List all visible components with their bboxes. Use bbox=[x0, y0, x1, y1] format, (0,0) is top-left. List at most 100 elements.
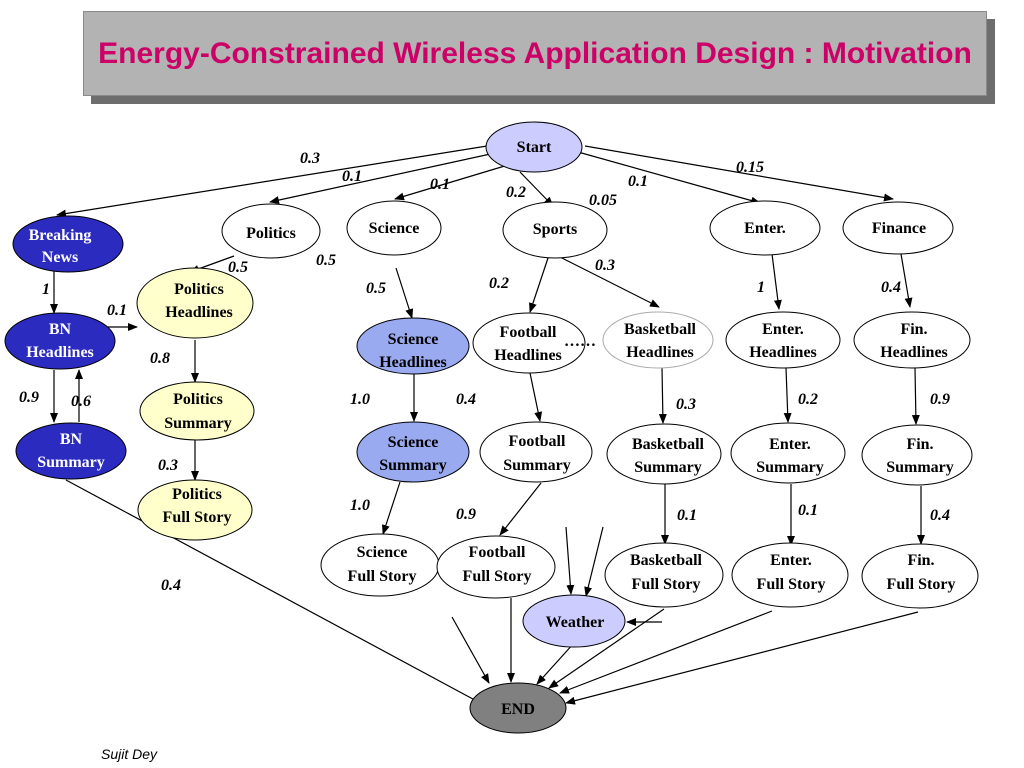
label-bn-end: 0.4 bbox=[161, 577, 181, 594]
node-basketball-headlines-line-1: Basketball bbox=[624, 321, 697, 338]
svg-text:Headlines: Headlines bbox=[626, 344, 694, 361]
node-weather: Weather bbox=[522, 594, 626, 648]
edge-fin-headlines-summary bbox=[911, 367, 920, 425]
node-end: END bbox=[469, 682, 567, 734]
node-basketball-summary-line-2: Summary bbox=[634, 459, 702, 476]
svg-text:Fin.: Fin. bbox=[906, 436, 933, 453]
svg-text:Football: Football bbox=[509, 433, 566, 450]
label-start-finance: 0.15 bbox=[736, 159, 764, 176]
node-breaking-news-line-2: News bbox=[42, 249, 78, 266]
label-enter-summary: 0.2 bbox=[798, 391, 818, 408]
node-football-full-story: Football Full Story bbox=[436, 535, 556, 599]
node-basketball-full-story-line-1: Basketball bbox=[630, 552, 703, 569]
svg-text:Summary: Summary bbox=[37, 454, 105, 471]
edge-start-finance bbox=[584, 145, 894, 202]
svg-text:Politics: Politics bbox=[173, 391, 223, 408]
svg-text:Fin.: Fin. bbox=[907, 552, 934, 569]
ellipsis-more-sports: …… bbox=[564, 333, 596, 350]
edge-start-breaking-news bbox=[56, 145, 488, 218]
node-football-headlines-line-2: Headlines bbox=[494, 347, 562, 364]
svg-text:Full Story: Full Story bbox=[463, 568, 532, 585]
node-enter-full-story: Enter. Full Story bbox=[731, 542, 849, 608]
title-box: Energy-Constrained Wireless Application … bbox=[83, 11, 987, 96]
node-politics-headlines: Politics Headlines bbox=[136, 267, 254, 339]
svg-text:Headlines: Headlines bbox=[749, 344, 817, 361]
label-politics-full: 0.3 bbox=[158, 457, 178, 474]
label-science-summary: 1.0 bbox=[350, 391, 370, 408]
label-sports-football: 0.2 bbox=[489, 275, 509, 292]
svg-text:Fin.: Fin. bbox=[900, 321, 927, 338]
node-science-headlines-line-2: Headlines bbox=[379, 354, 447, 371]
node-science-headlines: Science Headlines bbox=[356, 317, 470, 375]
label-start-politics: 0.1 bbox=[342, 168, 362, 185]
svg-text:Politics: Politics bbox=[172, 486, 222, 503]
node-politics-full-story-line-2: Full Story bbox=[163, 509, 232, 526]
edge-extra-3-weather bbox=[584, 526, 604, 597]
node-politics-headlines-line-2: Headlines bbox=[165, 304, 233, 321]
node-science-full-story-line-1: Science bbox=[357, 544, 408, 561]
edge-start-enter bbox=[577, 151, 761, 205]
svg-text:Science: Science bbox=[388, 331, 439, 348]
svg-text:END: END bbox=[501, 701, 535, 718]
node-politics-summary-line-2: Summary bbox=[164, 415, 232, 432]
node-start: Start bbox=[485, 121, 583, 173]
node-fin-summary-line-1: Fin. bbox=[906, 436, 933, 453]
label-politics-headlines-in-b: 0.5 bbox=[316, 252, 336, 269]
svg-text:Headlines: Headlines bbox=[165, 304, 233, 321]
svg-text:Enter.: Enter. bbox=[762, 321, 804, 338]
edge-extra-2-weather bbox=[565, 526, 575, 595]
edge-start-science bbox=[394, 164, 509, 201]
svg-text:Football: Football bbox=[500, 324, 557, 341]
node-fin-summary: Fin. Summary bbox=[861, 424, 973, 486]
svg-text:Enter.: Enter. bbox=[744, 220, 786, 237]
label-start-enter: 0.1 bbox=[628, 173, 648, 190]
edge-sports-football bbox=[529, 254, 550, 313]
edge-basketball-headlines-summary bbox=[658, 367, 667, 424]
node-breaking-news-line-1: Breaking bbox=[29, 227, 92, 244]
node-politics-summary: Politics Summary bbox=[139, 381, 255, 441]
svg-text:Summary: Summary bbox=[634, 459, 702, 476]
node-enter-full-story-line-1: Enter. bbox=[770, 552, 812, 569]
label-start-sports: 0.2 bbox=[506, 184, 526, 201]
edge-science-headlines bbox=[395, 267, 414, 319]
node-fin-headlines-line-2: Headlines bbox=[880, 344, 948, 361]
node-football-summary-line-2: Summary bbox=[503, 457, 571, 474]
node-politics-headlines-line-1: Politics bbox=[174, 281, 224, 298]
edge-labels: 0.3 0.1 0.1 0.2 0.05 0.1 0.15 0.5 0.5 1 … bbox=[19, 150, 950, 594]
svg-text:Headlines: Headlines bbox=[494, 347, 562, 364]
node-science-summary-line-2: Summary bbox=[379, 457, 447, 474]
node-sports: Sports bbox=[502, 201, 608, 259]
svg-text:Science: Science bbox=[388, 434, 439, 451]
svg-text:Football: Football bbox=[469, 544, 526, 561]
svg-text:Headlines: Headlines bbox=[26, 344, 94, 361]
edge-extra-1-end bbox=[451, 616, 490, 684]
label-start-sports-b: 0.05 bbox=[589, 192, 617, 209]
svg-text:Enter.: Enter. bbox=[770, 552, 812, 569]
node-basketball-summary-line-1: Basketball bbox=[632, 436, 705, 453]
edge-fin-full-end bbox=[565, 611, 919, 705]
node-end-label: END bbox=[501, 701, 535, 718]
node-science: Science bbox=[346, 200, 442, 256]
svg-text:Politics: Politics bbox=[174, 281, 224, 298]
edge-enter-headlines bbox=[771, 253, 782, 310]
node-science-summary: Science Summary bbox=[356, 421, 470, 483]
label-politics-headlines-in: 0.5 bbox=[228, 259, 248, 276]
node-football-headlines-line-1: Football bbox=[500, 324, 557, 341]
node-basketball-full-story-line-2: Full Story bbox=[632, 576, 701, 593]
label-science-headlines: 0.5 bbox=[366, 280, 386, 297]
label-sports-basketball: 0.3 bbox=[595, 257, 615, 274]
node-science-full-story: Science Full Story bbox=[320, 533, 440, 597]
label-bn-politics: 0.1 bbox=[107, 302, 127, 319]
node-science-full-story-line-2: Full Story bbox=[348, 568, 417, 585]
svg-text:Breaking: Breaking bbox=[29, 227, 92, 244]
svg-text:Summary: Summary bbox=[503, 457, 571, 474]
node-fin-headlines: Fin. Headlines bbox=[853, 311, 971, 369]
node-basketball-headlines-line-2: Headlines bbox=[626, 344, 694, 361]
node-weather-label: Weather bbox=[546, 614, 605, 631]
label-bn-summary-down: 0.9 bbox=[19, 389, 39, 406]
node-science-headlines-line-1: Science bbox=[388, 331, 439, 348]
svg-text:Science: Science bbox=[369, 220, 420, 237]
node-fin-full-story-line-1: Fin. bbox=[907, 552, 934, 569]
edge-weather-end bbox=[536, 642, 575, 685]
